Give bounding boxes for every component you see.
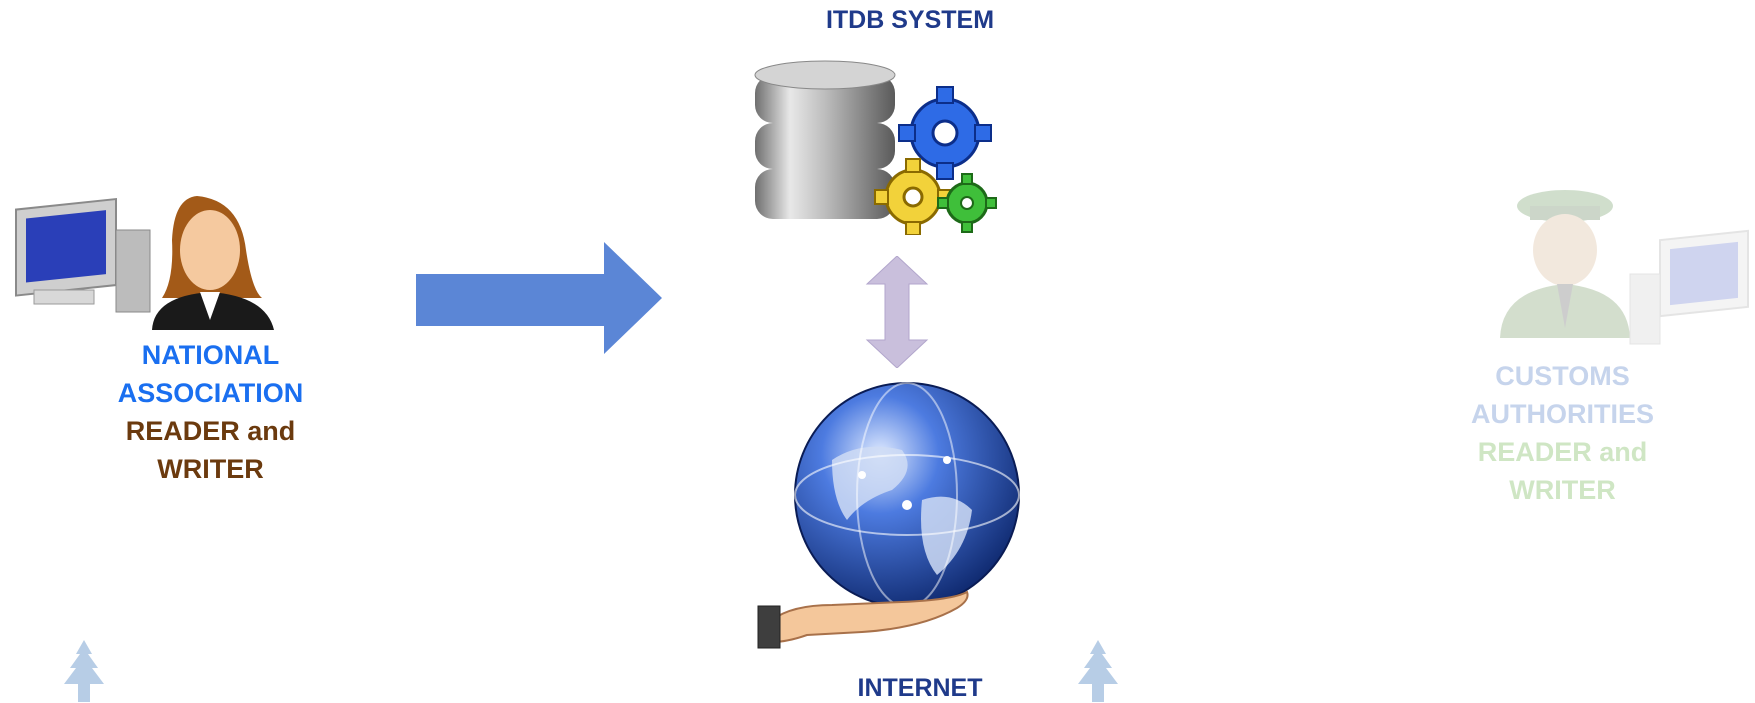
right-arrow-icon — [416, 242, 662, 354]
database-gears-icon — [745, 55, 1005, 235]
double-arrow-icon — [862, 256, 932, 368]
customs-authorities-user-icon — [1490, 178, 1752, 348]
national-label-line1: NATIONAL — [141, 340, 280, 370]
decorative-tree-icon-right — [1072, 640, 1124, 702]
itdb-system-title: ITDB SYSTEM — [825, 6, 995, 34]
national-label-line2: ASSOCIATION — [117, 378, 304, 408]
national-association-user-icon — [12, 180, 282, 330]
decorative-tree-icon-left — [58, 640, 110, 702]
globe-hand-icon — [752, 380, 1027, 650]
customs-label-line2: AUTHORITIES — [1470, 399, 1654, 429]
customs-role-line2: WRITER — [1509, 475, 1616, 505]
national-association-label: NATIONAL ASSOCIATION READER and WRITER — [88, 336, 333, 488]
customs-label-line1: CUSTOMS — [1495, 361, 1630, 391]
customs-role-line1: READER and — [1477, 437, 1648, 467]
national-role-line2: WRITER — [157, 454, 264, 484]
customs-authorities-label: CUSTOMS AUTHORITIES READER and WRITER — [1440, 357, 1685, 509]
national-role-line1: READER and — [125, 416, 296, 446]
internet-title: INTERNET — [857, 674, 983, 702]
